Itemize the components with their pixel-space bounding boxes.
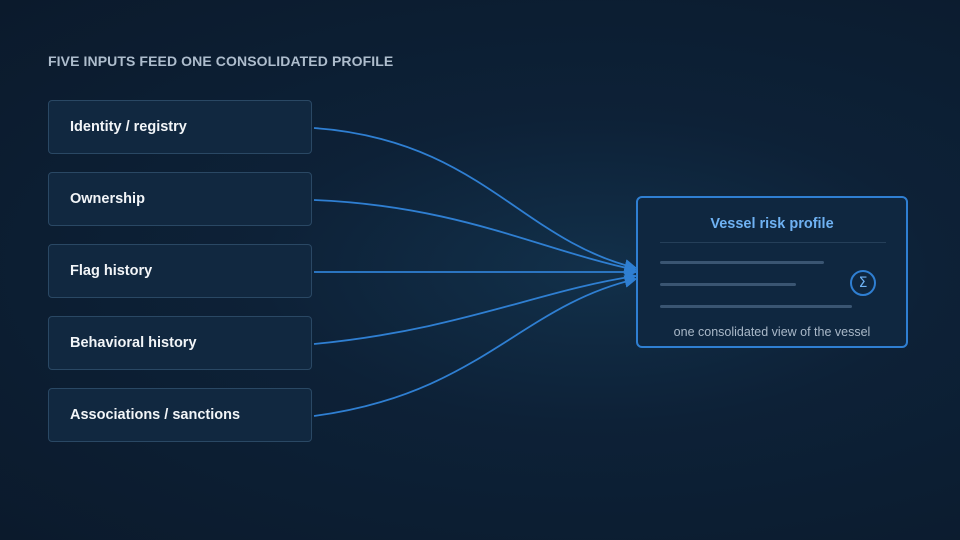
input-label: Associations / sanctions <box>70 407 241 423</box>
input-identity-registry: Identity / registry <box>48 100 312 154</box>
input-label: Ownership <box>70 191 145 207</box>
placeholder-line <box>660 305 852 308</box>
diagram-heading: FIVE INPUTS FEED ONE CONSOLIDATED PROFIL… <box>48 53 394 69</box>
arrow-behavioral-history <box>313 271 638 345</box>
profile-title: Vessel risk profile <box>710 216 834 232</box>
sigma-icon: Σ <box>850 270 876 296</box>
input-ownership: Ownership <box>48 172 312 226</box>
placeholder-line <box>660 261 824 264</box>
vessel-risk-profile-card: Vessel risk profile Σ one consolidated v… <box>636 196 908 348</box>
arrow-ownership <box>313 199 638 274</box>
input-label: Flag history <box>70 263 153 279</box>
arrow-identity-registry <box>313 127 638 272</box>
input-flag-history: Flag history <box>48 244 312 298</box>
placeholder-line <box>660 283 796 286</box>
arrow-associations-sanctions <box>313 275 638 417</box>
input-label: Behavioral history <box>70 335 197 351</box>
input-associations-sanctions: Associations / sanctions <box>48 388 312 442</box>
input-behavioral-history: Behavioral history <box>48 316 312 370</box>
profile-caption: one consolidated view of the vessel <box>673 325 871 339</box>
profile-divider <box>660 242 886 243</box>
input-label: Identity / registry <box>70 119 187 135</box>
